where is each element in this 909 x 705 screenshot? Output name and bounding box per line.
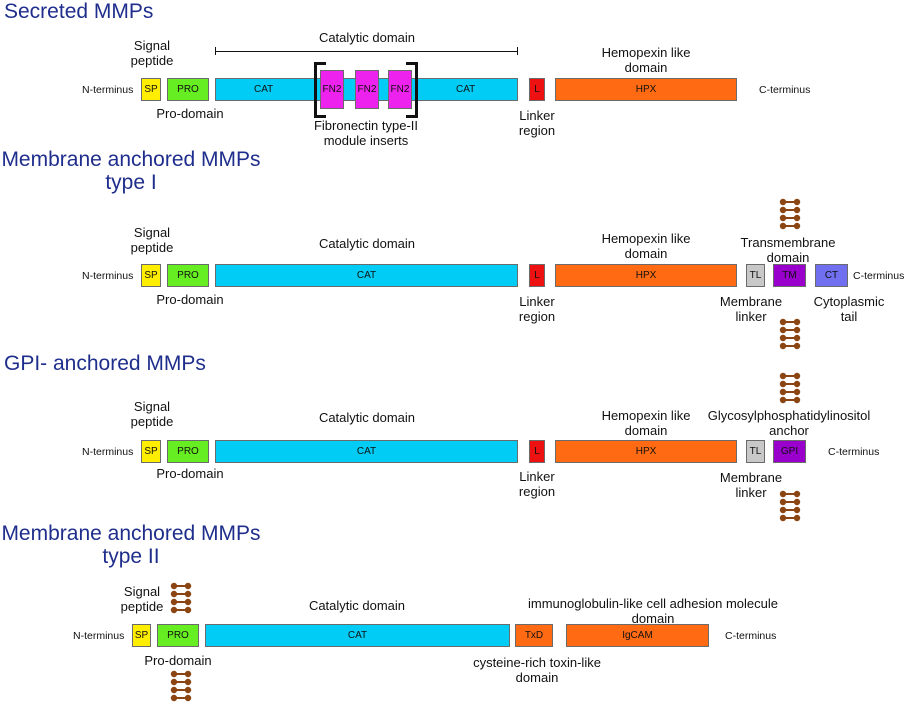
linker-region-label: Linker region [518, 294, 556, 324]
c-terminus-label: C-terminus [853, 270, 905, 282]
lipid-bilayer-bottom-icon [779, 490, 801, 522]
igcam-domain-label: immunoglobulin-like cell adhesion molecu… [527, 596, 779, 626]
catalytic-span-left-tick [215, 47, 216, 55]
membrane-linker-label: Membrane linker [719, 470, 783, 500]
fn2-bracket-right [406, 62, 418, 118]
lipid-bilayer-bottom-icon [170, 670, 192, 702]
cat-box-c-label: CAT [456, 84, 476, 95]
hpx-box: HPX [555, 264, 737, 287]
lipid-bilayer-top-icon [170, 582, 192, 614]
sp-box: SP [141, 440, 161, 463]
gpi-box: GPI [773, 440, 806, 463]
pro-box: PRO [167, 440, 209, 463]
hpx-box: HPX [555, 78, 737, 101]
lipid-bilayer-bottom-icon [779, 318, 801, 350]
catalytic-domain-label: Catalytic domain [318, 410, 416, 425]
transmembrane-label: Transmembrane domain [740, 235, 836, 265]
fn2-box-1: FN2 [320, 70, 344, 109]
gpi-mmps-title: GPI- anchored MMPs [4, 352, 206, 375]
tl-box: TL [746, 440, 765, 463]
linker-box: L [529, 440, 545, 463]
hemopexin-label: Hemopexin like domain [601, 45, 691, 75]
tl-box: TL [746, 264, 765, 287]
c-terminus-label: C-terminus [725, 630, 777, 642]
hemopexin-label: Hemopexin like domain [601, 408, 691, 438]
toxin-domain-label: cysteine-rich toxin-like domain [473, 655, 601, 685]
lipid-bilayer-top-icon [779, 198, 801, 230]
signal-peptide-label: Signal peptide [130, 38, 174, 68]
cat-box: CAT [205, 624, 510, 647]
n-terminus-label: N-terminus [82, 270, 134, 282]
fn2-box-3: FN2 [388, 70, 412, 109]
pro-box: PRO [167, 264, 209, 287]
hpx-box: HPX [555, 440, 737, 463]
sp-box: SP [141, 78, 161, 101]
lipid-bilayer-top-icon [779, 372, 801, 404]
mt1-mmps-title: Membrane anchored MMPs type I [1, 148, 261, 194]
igcam-box: IgCAM [566, 624, 709, 647]
fn2-bracket-left [314, 62, 326, 118]
pro-domain-label: Pro-domain [156, 292, 224, 307]
pro-box: PRO [167, 78, 209, 101]
catalytic-domain-label: Catalytic domain [308, 598, 406, 613]
pro-domain-label: Pro-domain [156, 466, 224, 481]
txd-box: TxD [515, 624, 553, 647]
ct-box: CT [815, 264, 848, 287]
pro-domain-label: Pro-domain [156, 106, 224, 121]
gpi-anchor-label: Glycosylphosphatidylinositol anchor [707, 408, 871, 438]
fibronectin-label: Fibronectin type-II module inserts [313, 118, 419, 148]
sp-box: SP [141, 264, 161, 287]
catalytic-domain-label: Catalytic domain [318, 30, 416, 45]
fn2-box-2: FN2 [355, 70, 379, 109]
cat-box: CAT [215, 440, 518, 463]
cytoplasmic-tail-label: Cytoplasmic tail [813, 294, 885, 324]
linker-box: L [529, 264, 545, 287]
c-terminus-label: C-terminus [828, 446, 880, 458]
tm-box: TM [773, 264, 806, 287]
cat-box: CAT [215, 264, 518, 287]
n-terminus-label: N-terminus [82, 446, 134, 458]
pro-domain-label: Pro-domain [144, 653, 212, 668]
catalytic-domain-label: Catalytic domain [318, 236, 416, 251]
signal-peptide-label: Signal peptide [130, 225, 174, 255]
linker-box: L [529, 78, 545, 101]
catalytic-span-right-tick [517, 47, 518, 55]
linker-region-label: Linker region [518, 108, 556, 138]
secreted-mmps-title: Secreted MMPs [4, 0, 154, 23]
signal-peptide-label: Signal peptide [120, 584, 164, 614]
c-terminus-label: C-terminus [759, 84, 811, 96]
hemopexin-label: Hemopexin like domain [601, 231, 691, 261]
mt2-mmps-title: Membrane anchored MMPs type II [1, 522, 261, 568]
n-terminus-label: N-terminus [82, 84, 134, 96]
signal-peptide-label: Signal peptide [130, 399, 174, 429]
pro-box: PRO [157, 624, 199, 647]
linker-region-label: Linker region [518, 469, 556, 499]
catalytic-domain-span [215, 51, 518, 52]
membrane-linker-label: Membrane linker [719, 294, 783, 324]
n-terminus-label: N-terminus [73, 630, 125, 642]
sp-box: SP [132, 624, 151, 647]
